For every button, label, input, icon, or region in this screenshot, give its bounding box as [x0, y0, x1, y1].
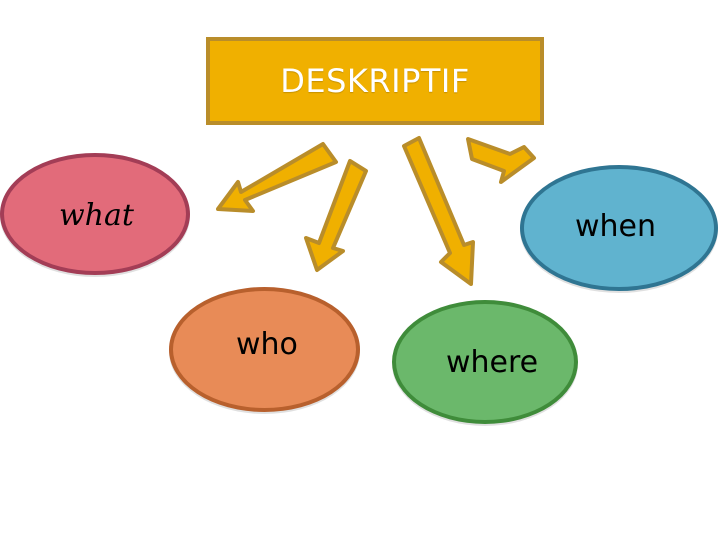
- where-label: where: [446, 345, 539, 380]
- arrow-to-when: [466, 137, 536, 184]
- what-label: what: [59, 198, 134, 233]
- where-oval: [392, 300, 578, 424]
- what-oval: [0, 153, 190, 275]
- title-box: DESKRIPTIF: [206, 37, 544, 125]
- arrow-to-what: [216, 142, 338, 213]
- when-oval: [520, 165, 718, 291]
- who-label: who: [236, 327, 298, 362]
- who-oval: [169, 287, 360, 412]
- arrow-to-where: [402, 136, 475, 286]
- when-label: when: [575, 209, 657, 244]
- arrow-to-who: [304, 159, 368, 272]
